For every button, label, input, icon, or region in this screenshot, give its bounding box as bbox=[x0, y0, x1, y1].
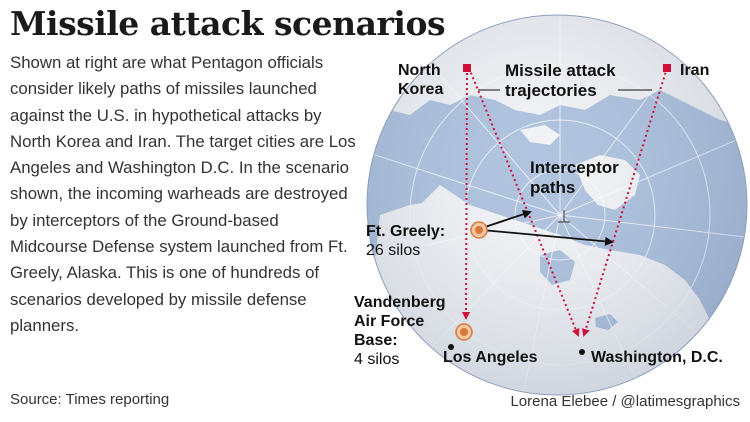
globe-shade bbox=[367, 15, 747, 395]
label-trajectories-2: trajectories bbox=[505, 81, 597, 100]
label-washington: Washington, D.C. bbox=[591, 349, 723, 366]
label-north-korea-1: North bbox=[398, 62, 441, 79]
interceptor-path-1 bbox=[481, 209, 532, 229]
label-interceptor-1: Interceptor bbox=[530, 158, 619, 177]
globe-outline bbox=[366, 14, 748, 396]
trajectory-iran-dc bbox=[581, 67, 668, 337]
interceptor-paths bbox=[481, 209, 614, 246]
vandenberg-base bbox=[455, 323, 473, 341]
washington-dot bbox=[579, 349, 585, 355]
credit-line: Lorena Elebee / @latimesgraphics bbox=[510, 393, 740, 410]
label-greely-1: Ft. Greely: bbox=[366, 223, 445, 240]
ft-greely-base bbox=[470, 221, 488, 239]
label-vandenberg-4: 4 silos bbox=[354, 351, 399, 368]
trajectory-nk-dc bbox=[468, 67, 580, 337]
label-vandenberg-1: Vandenberg bbox=[354, 294, 446, 311]
label-vandenberg-2: Air Force bbox=[354, 313, 424, 330]
iran-marker bbox=[663, 64, 671, 72]
trajectory-nk-la bbox=[462, 67, 471, 320]
north-korea-marker bbox=[463, 64, 471, 72]
label-los-angeles: Los Angeles bbox=[443, 349, 538, 366]
description-text: Shown at right are what Pentagon officia… bbox=[10, 53, 356, 335]
label-trajectories-1: Missile attack bbox=[505, 61, 616, 80]
page-title: Missile attack scenarios bbox=[10, 4, 446, 43]
label-iran: Iran bbox=[680, 62, 709, 79]
source-note: Source: Times reporting bbox=[10, 391, 170, 408]
label-vandenberg-3: Base: bbox=[354, 332, 398, 349]
interceptor-path-2 bbox=[481, 229, 614, 246]
label-interceptor-2: paths bbox=[530, 178, 575, 197]
trajectories bbox=[462, 67, 668, 337]
label-north-korea-2: Korea bbox=[398, 81, 443, 98]
label-greely-2: 26 silos bbox=[366, 242, 420, 259]
los-angeles-dot bbox=[448, 344, 454, 350]
